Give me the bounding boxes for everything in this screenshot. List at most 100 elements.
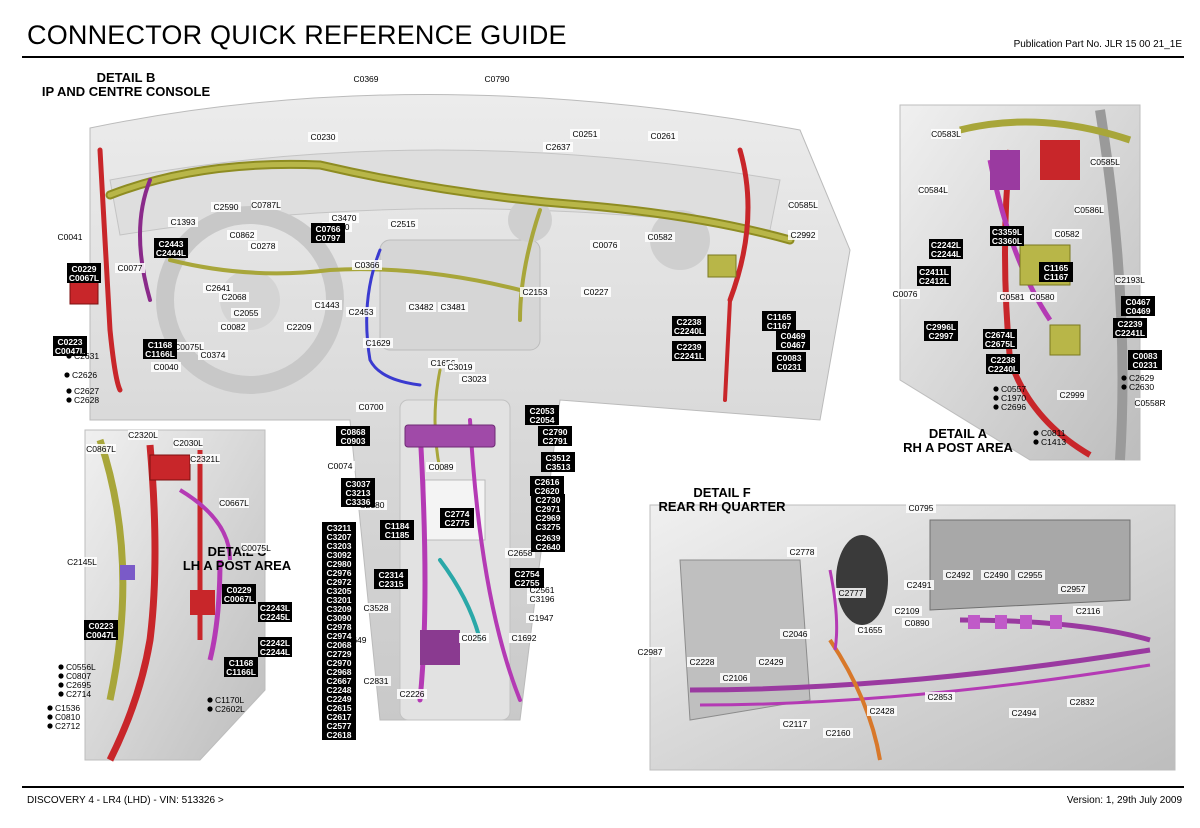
connector-box-text: C3203 bbox=[326, 541, 351, 551]
bullet-dot bbox=[66, 388, 72, 394]
connector-label: C0862 bbox=[229, 230, 254, 240]
connector-label-bg bbox=[904, 580, 934, 590]
connector-label-bg bbox=[867, 706, 897, 716]
connector-label-bg bbox=[363, 338, 393, 348]
connector-label: C0580 bbox=[1029, 292, 1054, 302]
page-title: CONNECTOR QUICK REFERENCE GUIDE bbox=[27, 20, 567, 50]
connector-box-text: C0868 bbox=[340, 427, 365, 437]
connector-box-text: C0083 bbox=[776, 353, 801, 363]
connector-box-bg bbox=[1121, 296, 1155, 316]
bullet-dot bbox=[66, 397, 72, 403]
connector-label: C0867L bbox=[86, 444, 116, 454]
connector-label-bg bbox=[645, 232, 675, 242]
connector-label-bg bbox=[173, 438, 203, 448]
connector-box-text: C3211 bbox=[327, 523, 352, 533]
connector-box-text: C0229 bbox=[226, 585, 251, 595]
connector-label-bg bbox=[648, 131, 678, 141]
connector-box-text: C1167 bbox=[1044, 272, 1069, 282]
connector-label: C3470 bbox=[331, 213, 356, 223]
footer-version: Version: 1, 29th July 2009 bbox=[1066, 795, 1182, 806]
connector-label-bg bbox=[128, 430, 158, 440]
bullet-dot bbox=[66, 353, 72, 359]
bullet-dot bbox=[1033, 439, 1039, 445]
connector-box-bg bbox=[143, 339, 177, 359]
connector-box-text: C3360L bbox=[992, 236, 1022, 246]
connector-label-bg bbox=[780, 629, 810, 639]
connector-box-text: C2240L bbox=[674, 326, 704, 336]
connector-label-bg bbox=[445, 362, 475, 372]
connector-label: C2046 bbox=[782, 629, 807, 639]
connector-label-bg bbox=[55, 232, 85, 242]
connector-box-bg bbox=[258, 602, 292, 622]
connector-label: C0075L bbox=[174, 342, 204, 352]
connector-box-text: C2997 bbox=[928, 331, 953, 341]
bullet-dot bbox=[993, 386, 999, 392]
connector-label-bg bbox=[312, 300, 342, 310]
bullet-dot bbox=[993, 404, 999, 410]
connector-label: C2193L bbox=[1115, 275, 1145, 285]
connector-label-bg bbox=[251, 200, 281, 210]
connector-box-text: C2238 bbox=[990, 355, 1015, 365]
connector-label-bg bbox=[151, 362, 181, 372]
connector-label: C2641 bbox=[205, 283, 230, 293]
connector-label-bg bbox=[981, 570, 1011, 580]
connector-box-bg bbox=[154, 238, 188, 258]
connector-box-text: C2790 bbox=[542, 427, 567, 437]
connector-box-text: C2615 bbox=[326, 703, 351, 713]
connector-box-text: C2314 bbox=[378, 570, 403, 580]
connector-label-bg bbox=[329, 213, 359, 223]
connector-label-bg bbox=[482, 74, 512, 84]
connector-label: C2491 bbox=[906, 580, 931, 590]
connector-box-bg bbox=[541, 452, 575, 472]
connector-label-bg bbox=[687, 657, 717, 667]
connector-box-text: C2239 bbox=[1117, 319, 1142, 329]
connector-box-text: C3359L bbox=[992, 227, 1022, 237]
bullet-dot bbox=[207, 706, 213, 712]
bullet-dot bbox=[58, 682, 64, 688]
connector-box-text: C2411L bbox=[919, 267, 949, 277]
bullet-label: C0810 bbox=[55, 712, 80, 722]
connector-box-bg bbox=[924, 321, 958, 341]
bullet-label: C1536 bbox=[55, 703, 80, 713]
connector-box-text: C2639 bbox=[535, 533, 560, 543]
connector-label-bg bbox=[925, 692, 955, 702]
connector-box-text: C2755 bbox=[514, 578, 539, 588]
connector-label: C2992 bbox=[790, 230, 815, 240]
connector-label-bg bbox=[892, 606, 922, 616]
connector-label-bg bbox=[351, 74, 381, 84]
connector-box-text: C2976 bbox=[326, 568, 351, 578]
connector-label: C2561 bbox=[529, 585, 554, 595]
connector-label-bg bbox=[581, 287, 611, 297]
bullet-label: C2628 bbox=[74, 395, 99, 405]
bullet-dot bbox=[1121, 384, 1127, 390]
detail-c-illustration bbox=[84, 429, 266, 762]
connector-box-bg bbox=[510, 568, 544, 588]
connector-label: C0256 bbox=[461, 633, 486, 643]
footer-vehicle: DISCOVERY 4 - LR4 (LHD) - VIN: 513326 > bbox=[27, 795, 224, 806]
connector-label: C3019 bbox=[447, 362, 472, 372]
connector-label: C3481 bbox=[440, 302, 465, 312]
connector-label-bg bbox=[459, 633, 489, 643]
connector-box-text: C3090 bbox=[326, 613, 351, 623]
bullet-dot bbox=[1033, 430, 1039, 436]
connector-label: C0890 bbox=[904, 618, 929, 628]
bullet-label: C2712 bbox=[55, 721, 80, 731]
connector-box-text: C0229 bbox=[71, 264, 96, 274]
connector-label-bg bbox=[906, 503, 936, 513]
detail-heading: DETAIL F bbox=[693, 485, 750, 500]
connector-label-bg bbox=[241, 543, 271, 553]
connector-label-bg bbox=[406, 302, 436, 312]
bullet-label: C0807 bbox=[66, 671, 91, 681]
connector-box-text: C0223 bbox=[88, 621, 113, 631]
